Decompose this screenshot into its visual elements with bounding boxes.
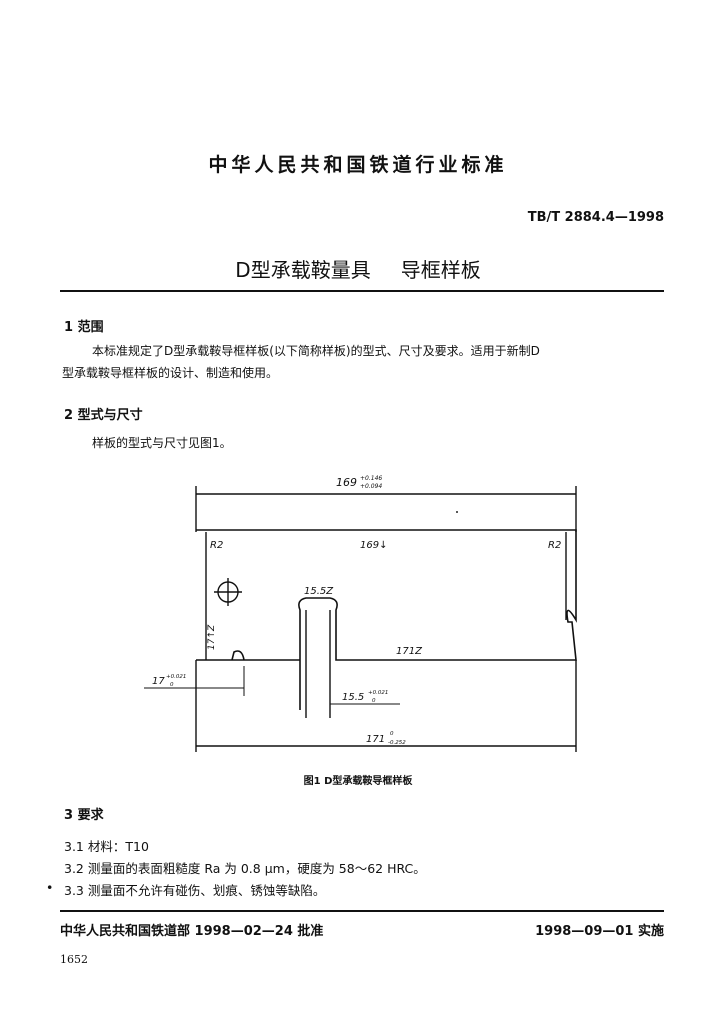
dim-r-left: R2: [210, 540, 223, 551]
page-number: 1652: [60, 953, 88, 966]
dim-slot-width: 15.5Z: [304, 586, 334, 597]
dim-bottom-tol-lo: -0.252: [388, 740, 406, 746]
dim-r-right: R2: [548, 540, 561, 551]
section-1-line-2: 型承载鞍导框样板的设计、制造和使用。: [62, 366, 279, 380]
dim-slot-tol-lo: 0: [372, 698, 376, 704]
footer-divider: [60, 910, 664, 912]
dim-left-step-tol-up: +0.021: [166, 674, 186, 680]
approval-line: 中华人民共和国铁道部 1998—02—24 批准: [60, 924, 324, 939]
dim-inner-width: 169↓: [360, 540, 387, 551]
template-outline: [196, 529, 577, 710]
dim-slot: 15.5: [342, 692, 364, 703]
document-title: D型承载鞍量具 导框样板: [0, 254, 716, 283]
dim-slot-tol-up: +0.021: [368, 690, 388, 696]
effective-date: 1998—09—01 实施: [535, 924, 664, 939]
req-bullet: •: [46, 880, 54, 895]
dim-overall: 169: [336, 476, 357, 489]
org-title: 中华人民共和国铁道行业标准: [208, 154, 508, 176]
dim-right-seg: 171Z: [396, 646, 423, 657]
document-title-sub: 导框样板: [400, 258, 481, 282]
dim-bottom: 171: [366, 734, 385, 745]
dim-left-height: 17↑Z: [207, 624, 217, 650]
section-1-heading: 1 范围: [64, 320, 104, 335]
section-1-line-1: 本标准规定了D型承载鞍导框样板(以下简称样板)的型式、尺寸及要求。适用于新制D: [92, 344, 540, 358]
req-item-1: 3.1 材料：T10: [64, 839, 149, 854]
dim-left-step: 17: [152, 676, 165, 687]
section-2-line-1: 样板的型式与尺寸见图1。: [92, 436, 232, 450]
title-divider: [60, 290, 664, 292]
req-item-2: 3.2 测量面的表面粗糙度 Ra 为 0.8 μm，硬度为 58～62 HRC。: [64, 861, 426, 876]
dim-overall-tol-lo: +0.094: [360, 483, 382, 490]
template-drawing: 169 +0.146 +0.094 R2 R2 169↓ 15.5Z 17↑Z …: [144, 475, 577, 752]
section-3-heading: 3 要求: [64, 808, 104, 823]
dim-left-step-tol-lo: 0: [170, 682, 174, 688]
dim-overall-tol-up: +0.146: [360, 475, 382, 482]
document-title-main: D型承载鞍量具: [235, 258, 371, 282]
section-2-heading: 2 型式与尺寸: [64, 408, 143, 423]
standard-code: TB/T 2884.4—1998: [527, 210, 664, 225]
req-item-3: 3.3 测量面不允许有碰伤、划痕、锈蚀等缺陷。: [64, 883, 326, 898]
dim-bottom-tol-up: 0: [390, 731, 394, 737]
figure-caption: 图1 D型承载鞍导框样板: [303, 776, 413, 787]
